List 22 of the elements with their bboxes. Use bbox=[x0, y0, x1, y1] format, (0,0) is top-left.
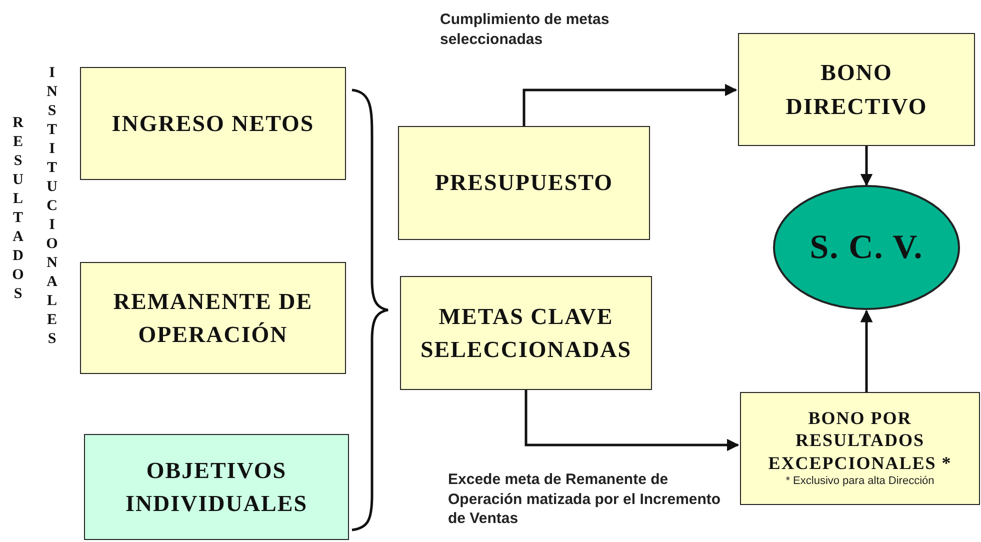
node-title: S. C. V. bbox=[810, 228, 924, 268]
process-box bbox=[80, 67, 346, 180]
vertical-label: RESULTADOS bbox=[10, 115, 25, 305]
footnote: * Exclusivo para alta Dirección bbox=[786, 474, 934, 490]
vertical-label: INSTITUCIONALES bbox=[44, 65, 59, 350]
process-box bbox=[84, 434, 349, 540]
node-title: BONO DIRECTIVO bbox=[784, 59, 928, 120]
node-title: INGRESO NETOS bbox=[112, 110, 314, 138]
node-title: PRESUPUESTO bbox=[434, 169, 613, 198]
arrow bbox=[860, 146, 873, 186]
arrow bbox=[522, 84, 738, 126]
node-title: METAS CLAVE SELECCIONADAS bbox=[419, 302, 633, 364]
node-title: OBJETIVOS INDIVIDUALES bbox=[124, 456, 308, 518]
process-box bbox=[740, 392, 980, 505]
node-title: REMANENTE DE OPERACIÓN bbox=[112, 288, 314, 349]
process-box bbox=[400, 276, 652, 390]
process-box bbox=[398, 126, 650, 240]
process-box bbox=[738, 33, 975, 146]
process-box bbox=[80, 262, 346, 374]
node-title: BONO POR RESULTADOS EXCEPCIONALES * bbox=[767, 406, 953, 474]
arrow bbox=[860, 310, 873, 392]
arrow bbox=[524, 390, 740, 452]
